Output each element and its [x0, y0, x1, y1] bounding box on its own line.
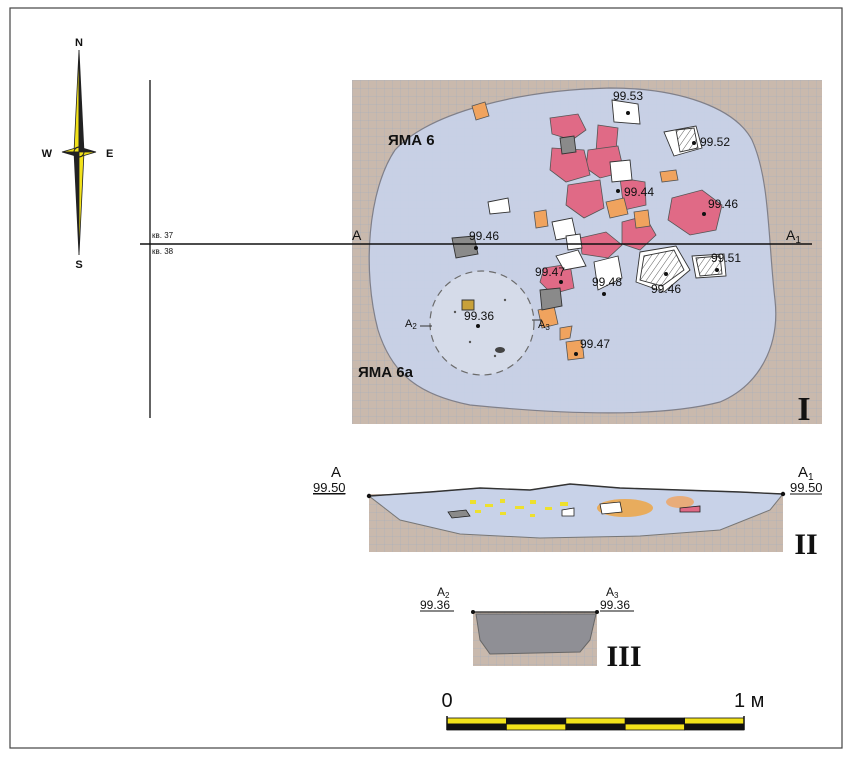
scale-start-label: 0: [441, 690, 452, 712]
compass-west-label: W: [42, 148, 53, 160]
section-line-start-label: А: [352, 227, 362, 243]
scale-segment: [624, 723, 686, 731]
elevation-label: 99.36: [464, 309, 494, 323]
elevation-label: 99.51: [711, 251, 741, 265]
pit-6a-contour: [429, 270, 535, 376]
elevation-label: 99.46: [651, 282, 681, 296]
profile-II: А 99.50 А1 99.50 II: [313, 464, 823, 561]
compass-south-label: S: [75, 259, 82, 271]
grey-stones: [451, 99, 727, 311]
compass-east-label: E: [106, 148, 113, 160]
scale-segment: [505, 717, 567, 725]
grid-label-lower: кв. 38: [152, 247, 174, 256]
scale-segment: [446, 717, 507, 725]
elevation-label: 99.53: [613, 89, 643, 103]
grid-label-upper: кв. 37: [152, 231, 174, 240]
profile-III-right-letter: А3: [606, 585, 619, 600]
plan-numeral: I: [797, 391, 810, 428]
elevation-label: 99.46: [469, 229, 499, 243]
profile-II-right-letter: А1: [798, 464, 814, 483]
elevation-label: 99.48: [592, 275, 622, 289]
frame-border: [9, 7, 843, 749]
scale-segment: [684, 723, 745, 731]
elevation-label: 99.46: [708, 197, 738, 211]
scale-segment: [565, 717, 626, 725]
scale-segment: [565, 723, 626, 731]
pit-6a-label: ЯМА 6а: [358, 364, 414, 381]
scale-end-label: 1 м: [734, 690, 764, 712]
elevation-label: 99.44: [624, 185, 654, 199]
scale-segment: [505, 723, 567, 731]
scale-bar: 0 1 м: [441, 690, 764, 731]
profile-II-right-value: 99.50: [790, 480, 823, 495]
profile-II-numeral: II: [794, 528, 817, 561]
profile-III-right-value: 99.36: [600, 598, 630, 612]
elevation-points: [474, 111, 719, 356]
profile-III-numeral: III: [606, 640, 641, 673]
profile-III-left-value: 99.36: [420, 598, 450, 612]
profile-II-left-value: 99.50: [313, 480, 346, 495]
elevation-label: 99.52: [700, 135, 730, 149]
pink-stones: [539, 113, 723, 295]
scale-segment: [684, 717, 745, 725]
compass-north-label: N: [75, 37, 83, 49]
pit-6-label: ЯМА 6: [388, 132, 435, 149]
profile-III-left-letter: А2: [437, 585, 450, 600]
elevation-label: 99.47: [580, 337, 610, 351]
scale-segment: [624, 717, 686, 725]
section-a2-label: А2: [405, 318, 417, 331]
profile-II-left-letter: А: [331, 464, 341, 481]
scale-segment: [446, 723, 507, 731]
plan-sheet: 99.53 99.52 99.44 99.46 99.46 99.51 99.4…: [352, 80, 822, 428]
section-a3-label: А3: [538, 319, 550, 332]
section-line-end-label: А1: [786, 227, 801, 246]
orange-stones: [471, 101, 679, 361]
compass-rose-icon: [61, 49, 97, 256]
profile-III: А2 99.36 А3 99.36 III: [420, 585, 642, 673]
elevation-label: 99.47: [535, 265, 565, 279]
